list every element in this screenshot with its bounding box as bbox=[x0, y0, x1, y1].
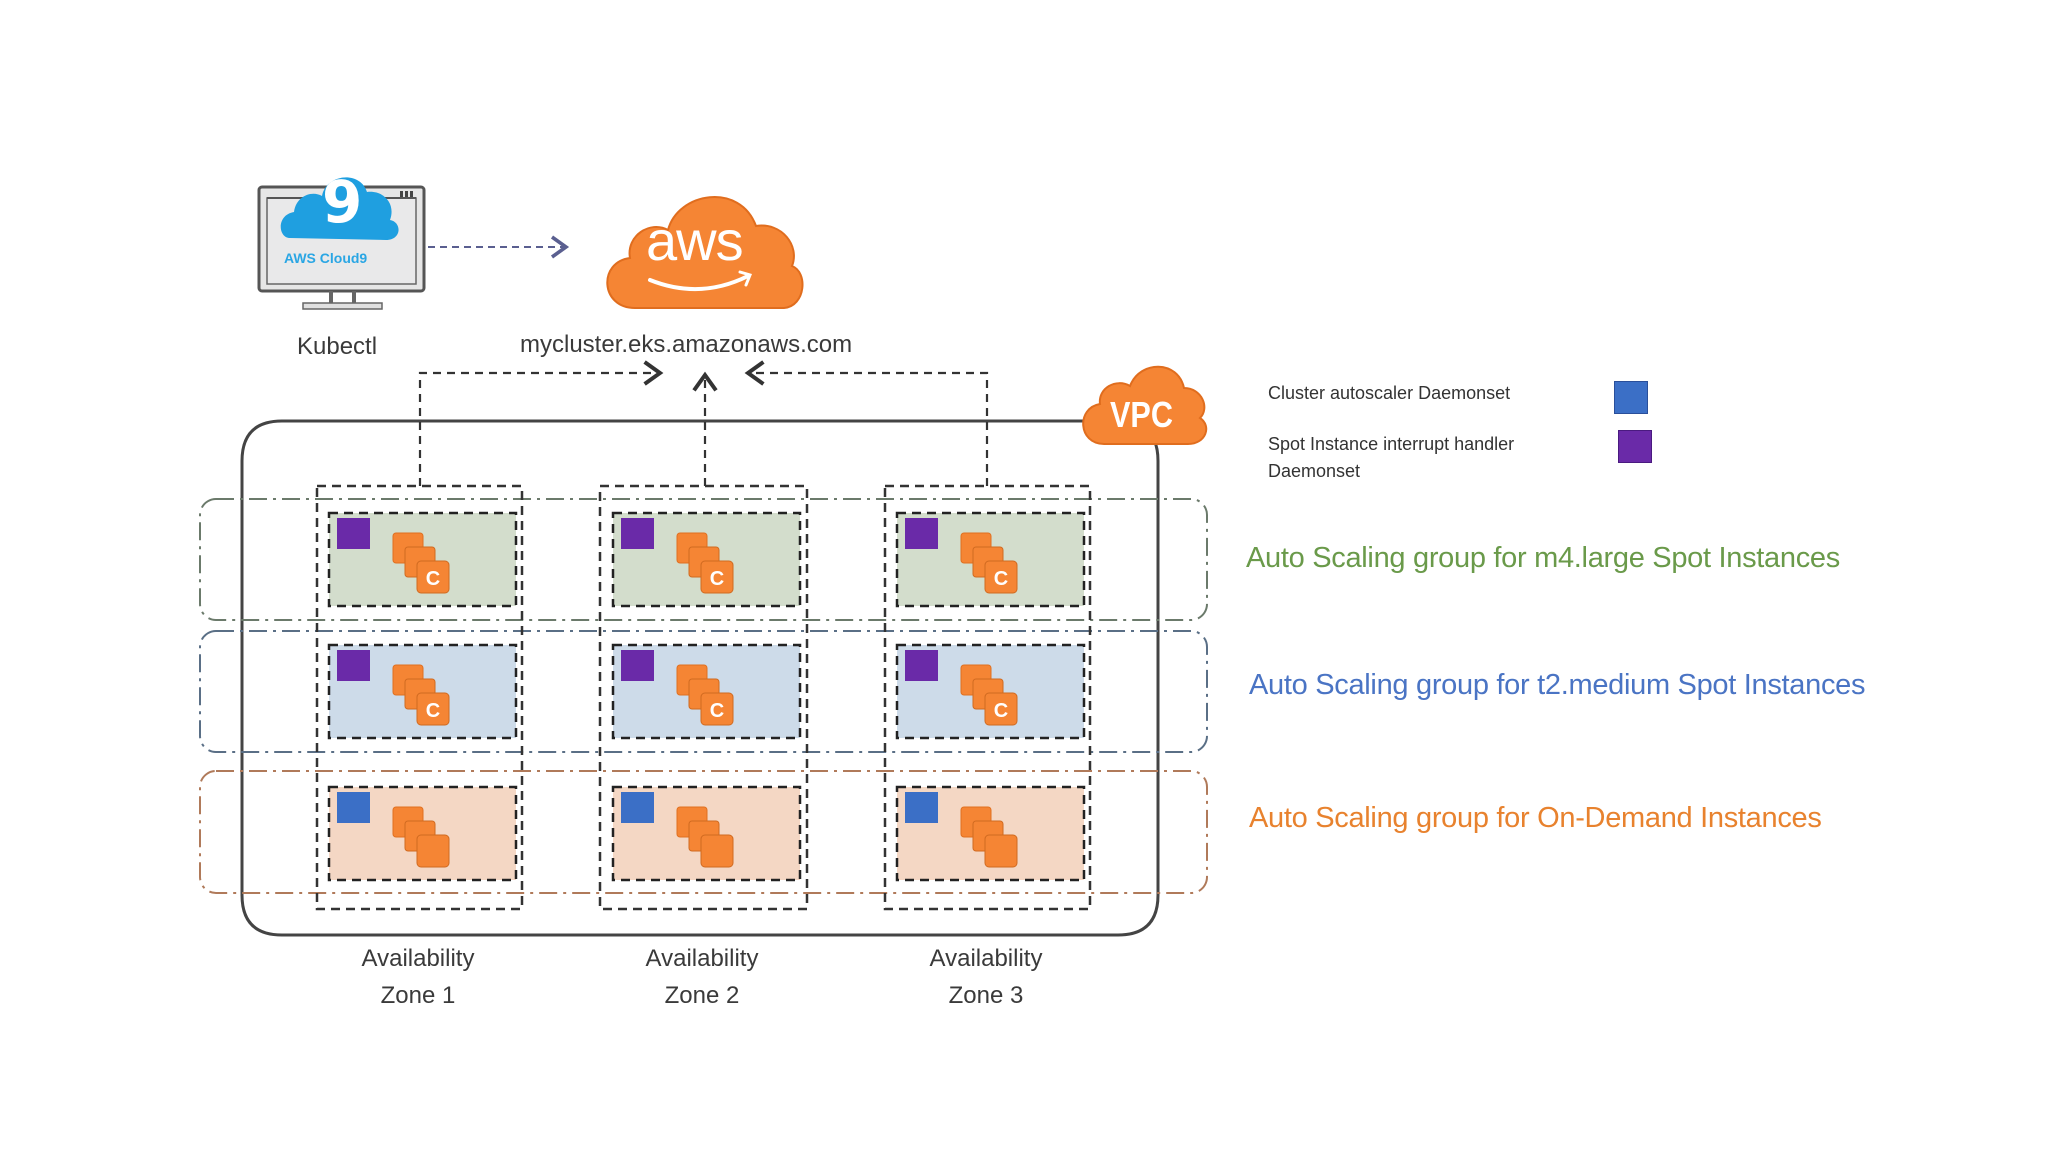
spot-instances-icon: C bbox=[676, 664, 734, 726]
autoscaler-daemonset-icon bbox=[337, 792, 370, 823]
legend-label-autoscaler: Cluster autoscaler Daemonset bbox=[1268, 383, 1511, 403]
autoscaler-daemonset-icon bbox=[905, 792, 938, 823]
spot-instances-icon: C bbox=[392, 532, 450, 594]
cloud9-client-icon bbox=[257, 177, 426, 310]
asg-label-on-demand: Auto Scaling group for On-Demand Instanc… bbox=[1249, 802, 1822, 834]
spot-glyph: C bbox=[710, 568, 724, 590]
node-group-cell: C bbox=[327, 643, 518, 740]
spot-glyph: C bbox=[426, 568, 440, 590]
handler-daemonset-icon bbox=[621, 518, 654, 549]
node-group-cells: C C C C C C bbox=[327, 511, 1086, 882]
handler-daemonset-icon bbox=[337, 650, 370, 681]
spot-instances-icon: C bbox=[676, 532, 734, 594]
asg-row-on-demand bbox=[199, 770, 1208, 894]
amazon-smile-icon bbox=[648, 274, 750, 292]
node-group-cell bbox=[327, 785, 518, 882]
cloud9-app-label: AWS Cloud9 bbox=[284, 250, 368, 266]
node-group-cell: C bbox=[611, 511, 802, 608]
spot-glyph: C bbox=[994, 700, 1008, 722]
handler-daemonset-icon bbox=[905, 650, 938, 681]
spot-glyph: C bbox=[994, 568, 1008, 590]
aws-logo-text: aws bbox=[646, 209, 744, 272]
spot-instances-icon: C bbox=[960, 532, 1018, 594]
node-group-cell bbox=[895, 785, 1086, 882]
vpc-label: VPC bbox=[1110, 394, 1173, 435]
node-group-cell: C bbox=[895, 511, 1086, 608]
cluster-endpoint: mycluster.eks.amazonaws.com bbox=[520, 331, 853, 358]
node-group-cell: C bbox=[895, 643, 1086, 740]
handler-daemonset-swatch bbox=[1618, 430, 1652, 463]
node-group-cell: C bbox=[611, 643, 802, 740]
spot-instances-icon: C bbox=[960, 664, 1018, 726]
asg-label-t2-medium: Auto Scaling group for t2.medium Spot In… bbox=[1249, 669, 1866, 701]
asg-row-t2-medium bbox=[199, 630, 1208, 753]
spot-glyph: C bbox=[426, 700, 440, 722]
handler-daemonset-icon bbox=[621, 650, 654, 681]
spot-glyph: C bbox=[710, 700, 724, 722]
control-plane-connections bbox=[418, 360, 989, 486]
cloud9-app-glyph: 9 bbox=[322, 168, 363, 236]
node-group-cell bbox=[611, 785, 802, 882]
autoscaler-daemonset-swatch bbox=[1614, 381, 1648, 414]
node-group-cell: C bbox=[327, 511, 518, 608]
asg-row-m4-large bbox=[199, 498, 1208, 621]
vpc-cloud-icon bbox=[1082, 365, 1208, 445]
kubectl-caption: Kubectl bbox=[297, 333, 378, 360]
spot-instances-icon: C bbox=[392, 664, 450, 726]
asg-rows bbox=[199, 498, 1208, 894]
autoscaler-daemonset-icon bbox=[621, 792, 654, 823]
az-label-3: Availability Zone 3 bbox=[929, 945, 1043, 1009]
handler-daemonset-icon bbox=[905, 518, 938, 549]
az-label-1: Availability Zone 1 bbox=[361, 945, 475, 1009]
asg-label-m4-large: Auto Scaling group for m4.large Spot Ins… bbox=[1246, 542, 1840, 574]
legend-label-handler-line1: Spot Instance interrupt handler bbox=[1268, 434, 1515, 454]
az-label-2: Availability Zone 2 bbox=[645, 945, 759, 1009]
legend-label-handler-line2: Daemonset bbox=[1268, 461, 1361, 481]
handler-daemonset-icon bbox=[337, 518, 370, 549]
